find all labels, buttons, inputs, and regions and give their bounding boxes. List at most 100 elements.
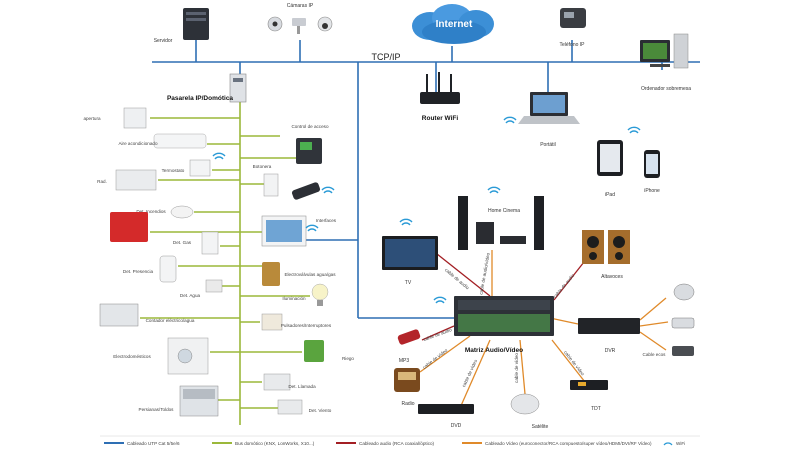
satellite-node[interactable]: Satélite <box>510 393 549 430</box>
meter-icon <box>99 303 139 327</box>
camera-group-right[interactable]: Cable ecos <box>643 283 695 357</box>
smoke-detector-icon <box>170 205 194 219</box>
tdt-node[interactable]: TDT <box>570 380 608 412</box>
radiator-icon <box>115 169 157 191</box>
wifi-icon <box>321 186 335 194</box>
air-conditioner-label: Aire acondicionado <box>118 141 158 146</box>
gas-detector-node[interactable]: Det. Gas <box>173 231 219 255</box>
legend: Cableado UTP Cat 5/5e/6 Bus domótico (KN… <box>100 435 700 446</box>
iphone-label: iPhone <box>644 188 660 194</box>
fire-detector-node[interactable]: Det. Incendios <box>136 205 194 219</box>
ip-phone-label: Teléfono IP <box>559 42 585 48</box>
mp3-icon <box>397 329 421 345</box>
av-matrix-node[interactable]: Matriz Audio/Vídeo <box>454 296 554 354</box>
right-domotics: Control de acceso Botonera Interfaces El… <box>253 124 354 415</box>
window-opener-node[interactable]: apertura <box>83 107 147 129</box>
lighting-label: Iluminación <box>282 296 306 301</box>
cable-label-1: cable de audio/vídeo <box>478 252 490 295</box>
speakers-node[interactable]: Altavoces <box>582 230 630 280</box>
switches-node[interactable]: Pulsadores/Interruptores <box>261 313 332 331</box>
ipad-node[interactable]: iPad <box>597 140 623 198</box>
ip-cameras-node[interactable]: Cámaras IP <box>267 3 333 34</box>
legend-label-bus: Bus domótico (KNX, LonWorks, X10...) <box>235 441 315 446</box>
legend-item-audio: Cableado audio (RCA coaxial/óptico) <box>336 441 435 446</box>
dvr-node[interactable]: DVR <box>578 318 640 354</box>
thermostat-node[interactable]: Termostato <box>162 159 211 177</box>
matrix-label: Matriz Audio/Vídeo <box>465 347 523 354</box>
blinds-node[interactable]: Persianas/Toldos <box>139 385 219 417</box>
internet-cloud: Internet <box>412 4 494 44</box>
router-icon <box>420 72 460 104</box>
valve-node[interactable]: Electroválvulas agua/gas <box>262 262 336 286</box>
irrigation-label: Riego <box>342 356 354 361</box>
dvd-icon <box>418 404 474 414</box>
presence-detector-icon <box>159 255 177 283</box>
wifi-icons <box>212 116 641 304</box>
server-label: Servidor <box>154 38 173 44</box>
mp3-node[interactable]: MP3 <box>397 329 421 364</box>
keypad-node[interactable]: Botonera <box>253 164 279 197</box>
legend-item-video: Cableado Vídeo (euroconector/RCA compues… <box>462 441 652 446</box>
radiator-node[interactable]: Rad. <box>97 169 157 191</box>
interfaces-label: Interfaces <box>316 218 337 223</box>
wifi-icon <box>433 296 447 304</box>
presence-detector-node[interactable]: Det. Presencia <box>123 255 177 283</box>
server-node[interactable]: Servidor <box>154 8 209 44</box>
wind-detector-node[interactable]: Det. Viento <box>277 399 332 415</box>
presence-detector-label: Det. Presencia <box>123 269 154 274</box>
access-control-node[interactable]: Control de acceso <box>291 124 329 164</box>
meter-node[interactable]: Contador eléctrico/agua <box>99 303 195 327</box>
mp3-label: MP3 <box>399 358 410 364</box>
thermostat-icon <box>189 159 211 177</box>
satellite-label: Satélite <box>532 424 549 430</box>
air-conditioner-node[interactable]: Aire acondicionado <box>118 133 207 149</box>
legend-label-utp: Cableado UTP Cat 5/5e/6 <box>127 441 180 446</box>
ip-phone-node[interactable]: Teléfono IP <box>559 8 586 48</box>
fire-alarm-node[interactable] <box>110 212 148 242</box>
call-detector-node[interactable]: Det. Llamada <box>263 373 316 391</box>
irrigation-node[interactable]: Riego <box>304 340 354 362</box>
home-cinema-node[interactable]: Home Cinema <box>458 196 544 250</box>
cable-label-8: cable de vídeo <box>563 350 586 377</box>
switches-label: Pulsadores/Interruptores <box>281 323 332 328</box>
interfaces-node[interactable]: Interfaces <box>261 215 337 247</box>
cable-label-2: cable de audio <box>552 273 575 299</box>
gas-detector-icon <box>201 231 219 255</box>
radio-label: Radio <box>401 401 414 407</box>
wifi-icon <box>305 224 319 232</box>
meter-label: Contador eléctrico/agua <box>146 318 195 323</box>
blinds-label: Persianas/Toldos <box>139 407 175 412</box>
gateway-node[interactable]: Pasarela IP/Domótica <box>167 73 247 103</box>
radio-node[interactable]: Radio <box>394 368 420 407</box>
desktop-computer-icon <box>640 33 689 69</box>
video-cables <box>419 250 669 409</box>
cable-label-7: cable de vídeo <box>514 353 519 383</box>
appliances-node[interactable]: Electrodomésticos <box>113 337 209 375</box>
speaker-icon <box>582 230 630 264</box>
backbone-label: TCP/IP <box>371 52 400 62</box>
iphone-node[interactable]: iPhone <box>644 150 660 194</box>
wifi-icon <box>399 218 413 226</box>
tv-label: TV <box>405 280 412 286</box>
window-sensor-icon <box>123 107 147 129</box>
desktop-label: Ordenador sobremesa <box>641 86 691 92</box>
laptop-node[interactable]: Portátil <box>518 92 580 148</box>
lighting-node[interactable]: Iluminación <box>282 283 329 306</box>
legend-label-audio: Cableado audio (RCA coaxial/óptico) <box>359 441 435 446</box>
dvd-node[interactable]: DVD <box>418 404 474 429</box>
desktop-node[interactable]: Ordenador sobremesa <box>640 33 691 92</box>
router-node[interactable]: Router WiFi <box>420 72 460 122</box>
valve-icon <box>262 262 280 286</box>
call-detector-icon <box>263 373 291 391</box>
tdt-icon <box>570 380 608 390</box>
appliances-label: Electrodomésticos <box>113 354 151 359</box>
sprinkler-icon <box>304 340 324 362</box>
access-control-icon <box>296 138 322 164</box>
speakers-label: Altavoces <box>601 274 623 280</box>
utp-cables <box>152 40 700 319</box>
remote-node[interactable] <box>291 182 321 201</box>
water-detector-node[interactable]: Det. Agua <box>180 279 223 298</box>
legend-item-utp: Cableado UTP Cat 5/5e/6 <box>104 441 180 446</box>
tv-node[interactable]: TV <box>382 236 438 286</box>
